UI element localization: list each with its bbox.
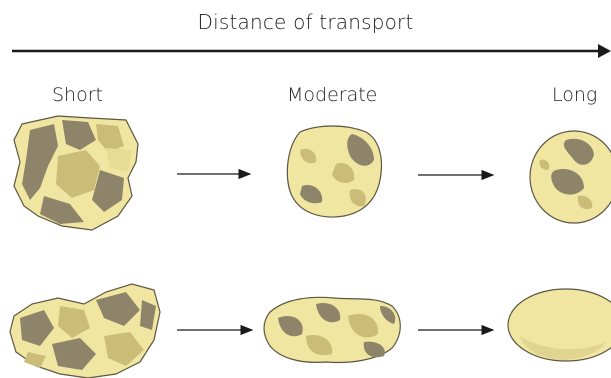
grain-short-angular <box>14 116 138 230</box>
grain-short-elongate <box>10 284 160 378</box>
grain-moderate-elongate <box>264 297 400 362</box>
distance-axis-arrow <box>12 44 611 58</box>
grain-long-rounded <box>530 131 611 223</box>
grain-long-oval <box>508 289 611 361</box>
grain-moderate-subrounded <box>287 126 381 217</box>
